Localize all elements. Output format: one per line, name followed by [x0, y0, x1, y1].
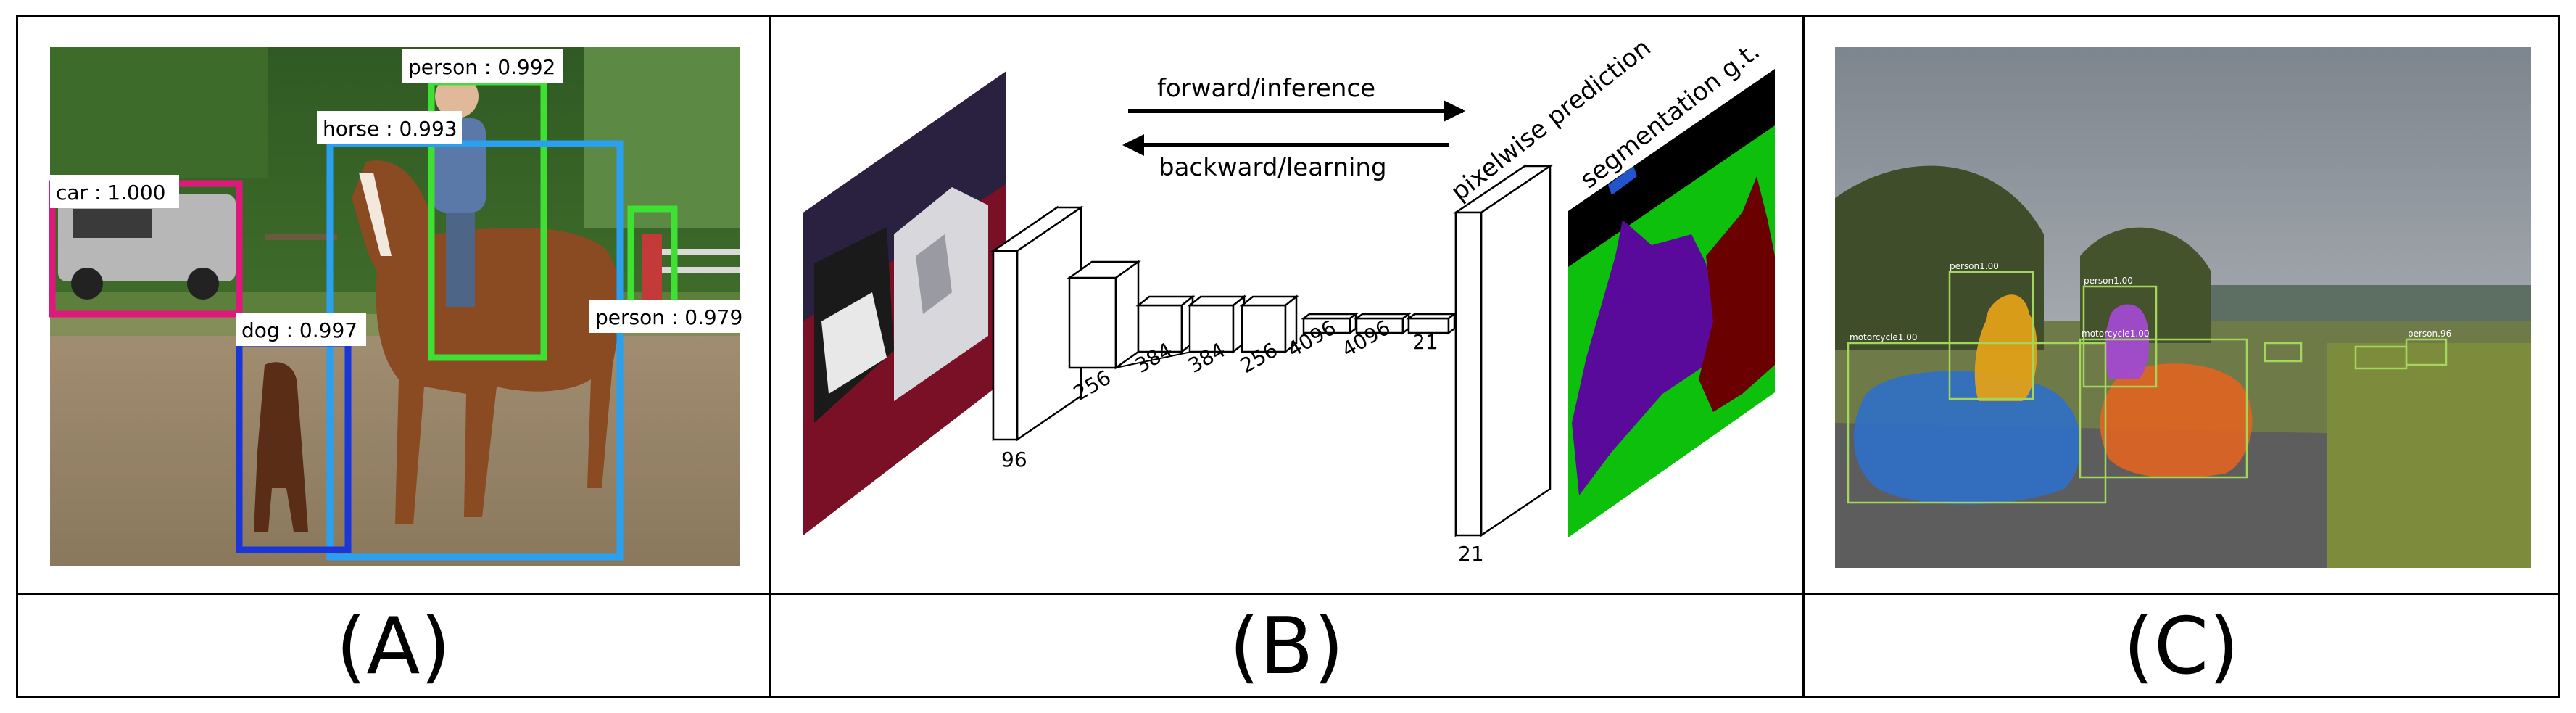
seg-label-person-small: person.96	[2408, 329, 2451, 339]
mask-person-purple	[2104, 304, 2150, 379]
detection-label-horse: horse : 0.993	[323, 117, 457, 141]
instance-segmentation-photo: person1.00 person1.00 motorcycle1.00 mot…	[1835, 47, 2531, 568]
mask-motorcycle-orange	[2100, 363, 2253, 478]
bbox-motorcycle-orange	[2079, 338, 2248, 479]
seg-label-person-1: person1.00	[1950, 261, 1999, 271]
fcn-diagram: 96 256 384 384 256 4096 4096 21 21 forwa…	[803, 33, 1775, 566]
layer-label-96: 96	[1001, 448, 1027, 471]
bbox-person-purple	[2082, 285, 2158, 388]
bbox-person-yellow	[1948, 271, 2034, 400]
backward-label: backward/learning	[1159, 153, 1387, 182]
forward-label: forward/inference	[1157, 74, 1375, 103]
seg-label-motorcycle-1: motorcycle1.00	[1850, 332, 1917, 342]
caption-divider	[16, 593, 2560, 595]
detection-label-car: car : 1.000	[56, 181, 165, 205]
detection-label-person-2: person : 0.979	[595, 305, 742, 329]
bbox-motorcycle-blue	[1847, 342, 2107, 504]
mask-person-yellow	[1974, 294, 2037, 401]
panel-b: 96 256 384 384 256 4096 4096 21 21 forwa…	[771, 17, 1802, 593]
panel-a: car : 1.000 person : 0.992 horse : 0.993…	[18, 17, 769, 593]
caption-a: (A)	[336, 601, 451, 692]
layer-label-21: 21	[1412, 330, 1438, 354]
output-depth-label: 21	[1458, 542, 1484, 566]
panel-divider-2	[1802, 15, 1805, 698]
panel-c: person1.00 person1.00 motorcycle1.00 mot…	[1805, 17, 2558, 593]
panel-divider-1	[769, 15, 771, 698]
seg-label-motorcycle-2: motorcycle1.00	[2082, 329, 2149, 339]
detection-label-dog: dog : 0.997	[241, 318, 357, 342]
detection-label-person-1: person : 0.992	[408, 55, 555, 79]
input-image	[803, 71, 1006, 535]
mask-motorcycle-blue	[1853, 371, 2082, 505]
bbox-horse	[326, 140, 624, 561]
seg-label-person-2: person1.00	[2084, 276, 2133, 286]
caption-b: (B)	[1229, 601, 1344, 692]
caption-c: (C)	[2123, 601, 2240, 692]
conv-layers	[990, 164, 1554, 537]
detection-photo: car : 1.000 person : 0.992 horse : 0.993…	[49, 47, 753, 566]
figure-frame	[16, 15, 2560, 698]
segmentation-ground-truth	[1568, 69, 1775, 537]
